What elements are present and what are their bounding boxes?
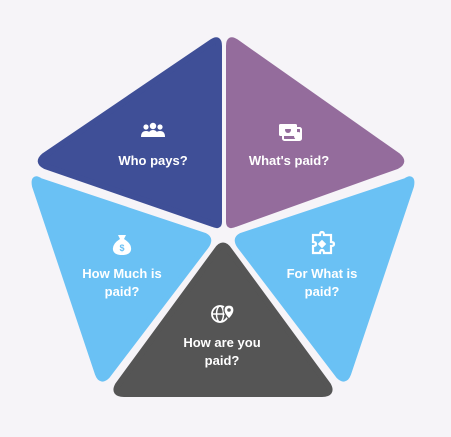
- segment-whats-paid: What's paid?: [226, 37, 405, 229]
- segment-how-much-paid: $ How Much is paid?: [31, 176, 212, 382]
- segment-who-pays-shape: [37, 37, 222, 229]
- segment-how-much-paid-shape: [31, 176, 212, 382]
- segment-whats-paid-label: What's paid?: [249, 153, 329, 168]
- segment-how-paid: How are you paid?: [113, 242, 333, 397]
- segment-for-what-paid: For What is paid?: [234, 176, 415, 382]
- segment-for-what-paid-label-line2: paid?: [305, 284, 340, 299]
- segment-for-what-paid-label-line1: For What is: [287, 266, 358, 281]
- puzzle-icon: [311, 230, 336, 255]
- segment-who-pays: Who pays?: [37, 37, 222, 229]
- segment-how-much-paid-label-line2: paid?: [105, 284, 140, 299]
- segment-who-pays-label: Who pays?: [118, 153, 187, 168]
- segment-how-much-paid-label-line1: How Much is: [82, 266, 161, 281]
- people-group-icon: [141, 122, 165, 137]
- money-bag-icon: $: [112, 235, 132, 255]
- segment-for-what-paid-shape: [234, 176, 415, 382]
- segment-whats-paid-shape: [226, 37, 405, 229]
- segment-how-paid-label-line2: paid?: [205, 353, 240, 368]
- money-bill-icon: [279, 124, 302, 141]
- globe-location-icon: [211, 304, 235, 323]
- segment-how-paid-label-line1: How are you: [183, 335, 260, 350]
- svg-text:$: $: [119, 243, 124, 253]
